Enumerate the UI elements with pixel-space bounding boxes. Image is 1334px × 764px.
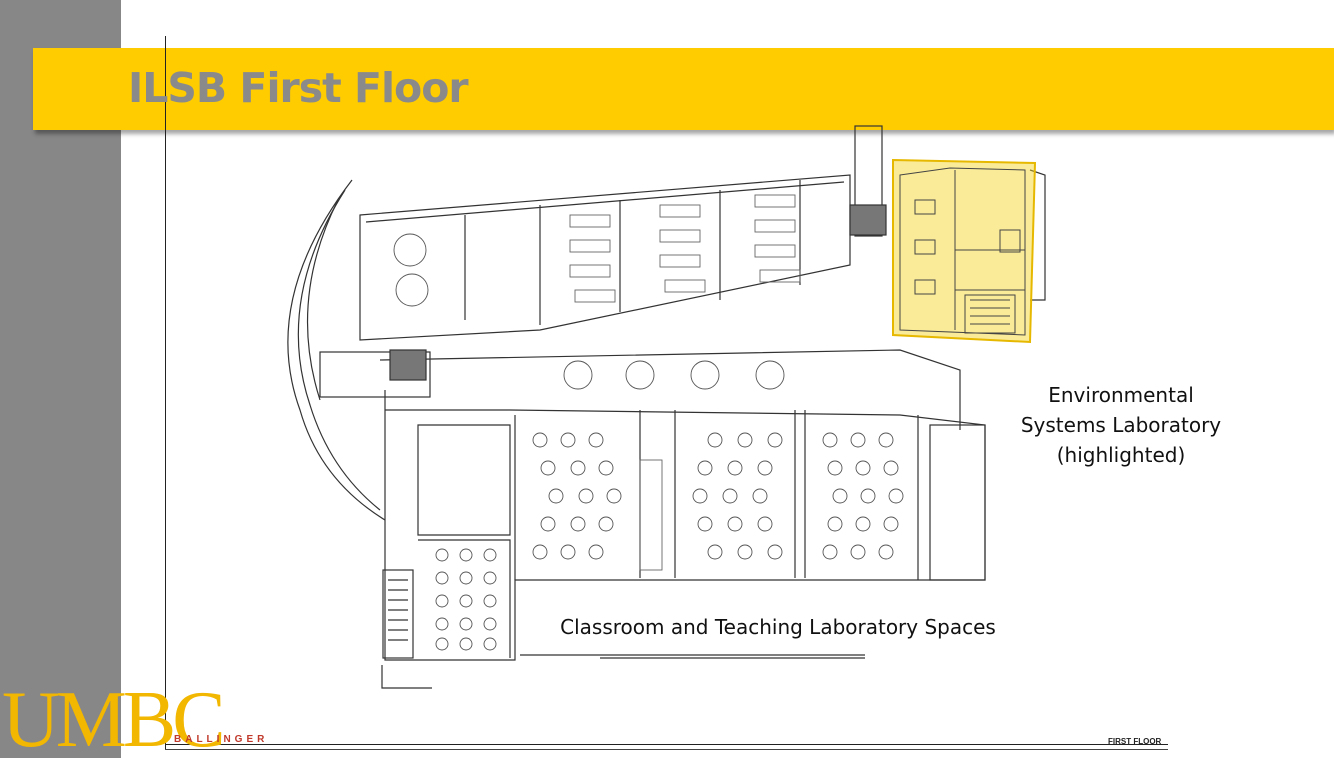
title-band: [33, 48, 1334, 130]
slide-title: ILSB First Floor: [128, 64, 469, 112]
env-lab-highlight: [892, 158, 1037, 344]
drawing-frame-left: [165, 36, 166, 749]
sheet-title: FIRST FLOOR: [1108, 737, 1162, 746]
curved-facade: [287, 179, 386, 521]
classroom-spaces-label: Classroom and Teaching Laboratory Spaces: [560, 615, 996, 639]
drawing-frame-bottom: [165, 744, 1168, 745]
umbc-logo: UMBC: [2, 676, 226, 764]
environmental-lab-label: Environmental Systems Laboratory (highli…: [1020, 383, 1222, 467]
ballinger-logo: BALLINGER: [174, 734, 269, 745]
drawing-frame-bottom-inner: [165, 749, 1168, 750]
north-wing: [359, 174, 851, 341]
